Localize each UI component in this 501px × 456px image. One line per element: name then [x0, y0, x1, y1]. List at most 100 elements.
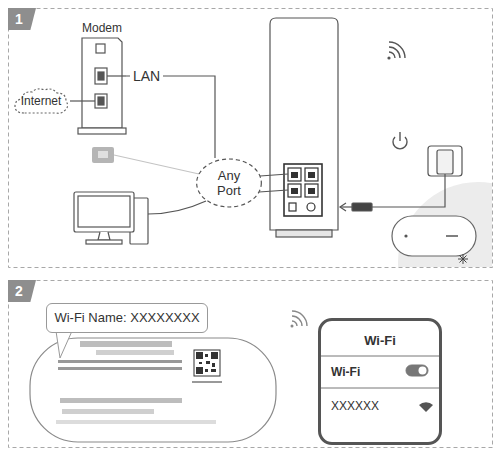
- device-label: [211, 352, 218, 359]
- device-label: [196, 352, 203, 359]
- wifi-symbol: [387, 42, 405, 60]
- router: [259, 18, 338, 237]
- device-label: [211, 369, 216, 372]
- router: [305, 168, 318, 181]
- wifi-symbol: [389, 47, 400, 58]
- connector-line: [70, 100, 78, 101]
- device-label: [199, 362, 202, 364]
- phone-details: [419, 367, 427, 375]
- router-top-view: [446, 235, 458, 237]
- router: [288, 184, 301, 197]
- device-label: [194, 350, 220, 376]
- modem: [98, 97, 104, 105]
- router: [288, 168, 301, 181]
- power-symbol: [399, 132, 400, 141]
- connector-line: [126, 76, 215, 158]
- device-label: [205, 369, 208, 372]
- device-label: [96, 350, 174, 355]
- device-label: [205, 354, 208, 357]
- power-adapter: [428, 146, 462, 176]
- phone-details: [406, 365, 428, 376]
- router: [308, 188, 315, 194]
- device-label: [30, 338, 276, 442]
- router: [260, 174, 288, 176]
- router-top-view: [404, 234, 407, 237]
- modem: [107, 75, 126, 76]
- modem: [78, 38, 126, 134]
- router: [259, 190, 288, 192]
- step-badge: 1: [8, 8, 36, 30]
- router: [284, 164, 322, 216]
- callout-pointer: [56, 331, 72, 358]
- callout-box: Wi-Fi Name: XXXXXXXX: [46, 303, 208, 333]
- computer: [74, 192, 134, 232]
- router: [291, 172, 298, 178]
- modem: [98, 72, 104, 80]
- router: [270, 18, 338, 230]
- device-label: [206, 361, 210, 364]
- computer: [86, 240, 122, 244]
- power-adapter: [352, 203, 372, 211]
- modem: [95, 68, 107, 84]
- wifi-symbol: [292, 321, 297, 326]
- step-number: 1: [8, 8, 23, 30]
- computer: [74, 192, 206, 244]
- step-number: 2: [8, 280, 23, 302]
- modem: [95, 94, 107, 108]
- power-adapter: [340, 203, 346, 211]
- light-burst: [460, 256, 467, 263]
- device-label: [56, 420, 216, 424]
- panel-frame: [9, 281, 493, 448]
- phone-screen: Wi-FiWi-FiXXXXXX: [318, 318, 442, 445]
- computer: [148, 201, 206, 214]
- modem: [78, 100, 95, 101]
- light-burst: [460, 256, 467, 263]
- router: [291, 188, 298, 194]
- device-label: [58, 360, 182, 363]
- computer: [98, 232, 110, 240]
- device-label: [196, 367, 203, 374]
- device-label: [192, 381, 222, 383]
- modem: [78, 128, 126, 134]
- router: [305, 184, 318, 197]
- panel-frame: [9, 9, 493, 448]
- lan-device: [92, 147, 199, 174]
- phone-details: [321, 356, 439, 357]
- lan-device: [98, 151, 108, 158]
- wifi-symbol: [387, 56, 390, 59]
- power-symbol: [393, 132, 407, 149]
- device-label: [80, 341, 172, 347]
- phone-details: [321, 356, 439, 412]
- router: [289, 203, 296, 211]
- device-label: [60, 398, 182, 403]
- lan-device: [114, 155, 199, 174]
- node-label: Any Port: [211, 168, 247, 198]
- router: [307, 203, 315, 211]
- power-adapter: [340, 206, 352, 207]
- list-item: Wi-Fi: [331, 365, 360, 379]
- device-label: [62, 409, 154, 414]
- power-adapter: [437, 150, 453, 174]
- ellipse-outline: [197, 159, 262, 207]
- router-top-view: [392, 216, 476, 256]
- power-adapter: [340, 146, 462, 211]
- lan-device: [92, 147, 114, 163]
- node-label: Modem: [82, 21, 122, 35]
- screen-title: Wi-Fi: [321, 333, 439, 348]
- wifi-symbol: [292, 316, 302, 326]
- device-label: [58, 367, 182, 370]
- cloud-outline: [15, 89, 68, 113]
- modem: [82, 38, 122, 128]
- step-badge: 2: [8, 280, 36, 302]
- router-top-view: [392, 182, 492, 267]
- panel-frame: [9, 9, 493, 268]
- phone-details: [419, 402, 433, 412]
- list-item: XXXXXX: [331, 399, 379, 413]
- device-label: [30, 338, 276, 442]
- phone-details: [321, 388, 439, 389]
- light-burst: [458, 254, 468, 264]
- port-ellipse: Any Port: [196, 158, 262, 208]
- power-adapter: [372, 174, 445, 207]
